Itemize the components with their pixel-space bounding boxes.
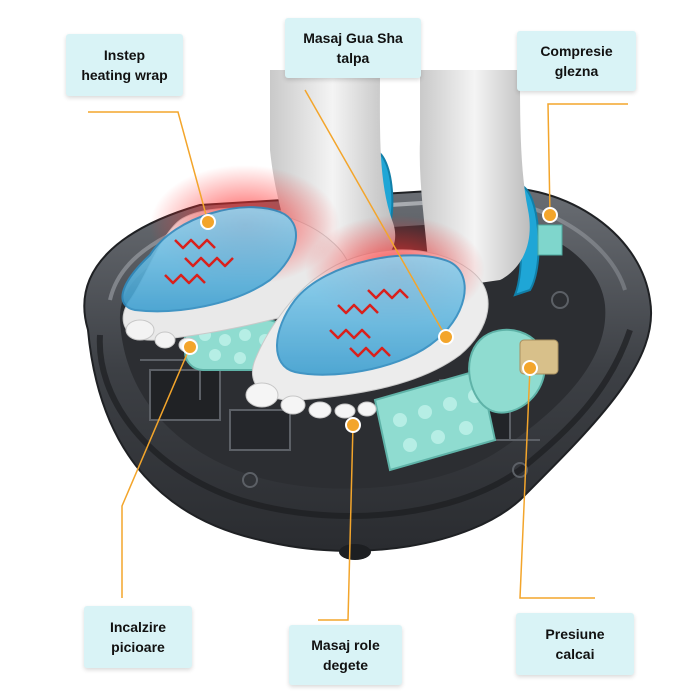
leader-compresie	[547, 103, 628, 216]
callout-line: Compresie	[540, 43, 613, 59]
callout-line: picioare	[111, 639, 165, 655]
dot-role	[345, 417, 361, 433]
dot-instep	[200, 214, 216, 230]
callout-gua-sha-talpa: Masaj Gua Sha talpa	[285, 18, 421, 78]
dot-incalzire	[182, 339, 198, 355]
callout-line: heating wrap	[81, 67, 168, 83]
callout-presiune-calcai: Presiune calcai	[516, 613, 634, 675]
leader-dots	[182, 207, 558, 433]
leader-gua-sha	[304, 89, 447, 338]
callout-compresie-glezna: Compresie glezna	[517, 31, 636, 91]
leader-presiune	[519, 367, 595, 599]
callout-line: talpa	[336, 50, 370, 66]
leader-instep	[88, 111, 209, 223]
callout-line: glezna	[554, 63, 599, 79]
heating-pad-right	[276, 254, 466, 376]
callout-line: Masaj role	[311, 637, 380, 653]
heating-pad-left	[121, 206, 297, 313]
leader-role	[318, 424, 354, 621]
dot-presiune	[522, 360, 538, 376]
callout-line: Incalzire	[109, 619, 167, 635]
callout-line: Instep	[103, 47, 146, 63]
leader-lines	[88, 89, 628, 621]
dot-compresie	[542, 207, 558, 223]
callout-instep-heating-wrap: Instep heating wrap	[66, 34, 183, 96]
callout-incalzire-picioare: Incalzire picioare	[84, 606, 192, 668]
leader-incalzire	[121, 346, 191, 598]
callout-line: calcai	[555, 646, 595, 662]
callout-masaj-role-degete: Masaj role degete	[289, 625, 402, 685]
callout-line: Masaj Gua Sha	[303, 30, 403, 46]
callout-line: Presiune	[545, 626, 605, 642]
dot-gua-sha	[438, 329, 454, 345]
callout-line: degete	[322, 657, 369, 673]
